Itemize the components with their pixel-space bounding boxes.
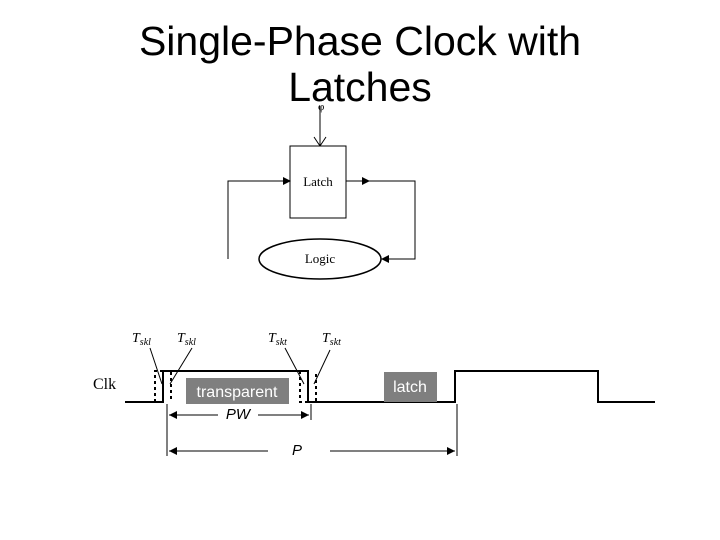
circuit: φ Latch Logic [227, 101, 416, 280]
pw-arrow-left-head [169, 411, 177, 419]
pw-label: PW [226, 406, 252, 423]
wire-latch-to-logic [346, 180, 416, 260]
skew-label-3: Tskt [268, 331, 287, 348]
skew-pointer-2 [169, 347, 193, 385]
rising-edge-skew-box [154, 370, 172, 402]
skew-label-4: Tskt [322, 331, 341, 348]
falling-edge-skew-box [299, 371, 317, 403]
clock-phi-symbol: φ [318, 101, 324, 113]
pw-arrow-right-head [301, 411, 309, 419]
latch-phase-box [384, 372, 437, 402]
skew-label-1: Tskl [132, 331, 151, 348]
skew-pointer-1 [149, 347, 163, 385]
period-arrow-left-head [169, 447, 177, 455]
skew-label-2: Tskl [177, 331, 196, 348]
slide-title: Single-Phase Clock with Latches [0, 18, 720, 110]
wire-logic-to-latch [227, 177, 291, 259]
period-label: P [292, 442, 302, 459]
logic-input-arrowhead [381, 255, 389, 263]
skew-pointer-4 [313, 349, 331, 385]
title-line-1: Single-Phase Clock with [138, 18, 582, 64]
clock-label: Clk [93, 376, 116, 393]
clock-waveform [125, 370, 655, 403]
timing-diagram: Tskl Tskl Tskt Tskt Clk transparent latc… [93, 331, 655, 459]
latch-output-arrowhead [362, 177, 370, 185]
period-arrow-right-head [447, 447, 455, 455]
transparent-label: transparent [197, 384, 278, 401]
transparent-box [186, 378, 289, 404]
title-line-2: Latches [288, 64, 432, 110]
logic-label: Logic [305, 251, 336, 266]
latch-box-label: Latch [303, 174, 333, 189]
latch-phase-label: latch [393, 379, 427, 396]
